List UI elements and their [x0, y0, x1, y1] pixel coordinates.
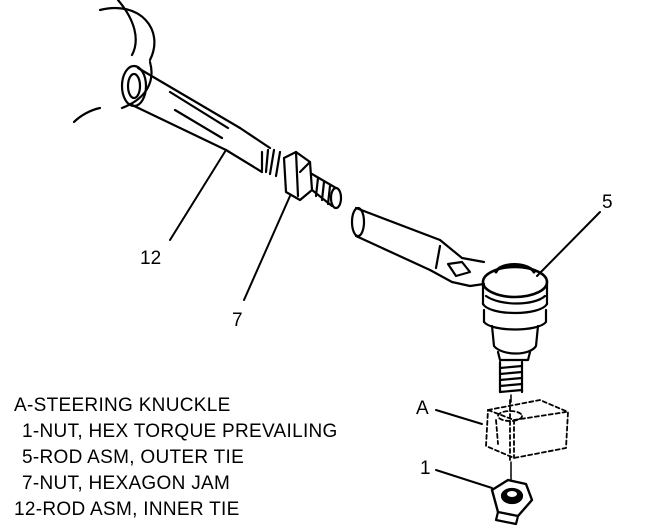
inner-tie-rod: [128, 66, 282, 178]
callout-12: 12: [140, 248, 161, 269]
legend-item-a: A-STEERING KNUCKLE: [14, 395, 231, 416]
ball-stud-threads: [498, 360, 524, 394]
ball-joint-housing: [481, 263, 549, 362]
hex-torque-nut: [490, 461, 534, 526]
callout-1: 1: [420, 458, 431, 479]
callout-A: A: [416, 398, 429, 419]
threaded-stud: [310, 172, 343, 210]
legend-item-5: 5-ROD ASM, OUTER TIE: [22, 447, 245, 468]
steering-gear-housing: [72, 0, 156, 124]
legend-item-1: 1-NUT, HEX TORQUE PREVAILING: [22, 421, 338, 442]
legend-item-7: 7-NUT, HEXAGON JAM: [22, 473, 231, 494]
outer-tie-rod-arm: [350, 206, 486, 288]
legend-item-12: 12-ROD ASM, INNER TIE: [14, 499, 240, 520]
callout-7: 7: [232, 310, 243, 331]
hexagon-jam-nut: [282, 150, 314, 202]
leader-lines: [169, 149, 601, 489]
steering-knuckle: [485, 399, 569, 461]
parts-legend: A-STEERING KNUCKLE 1-NUT, HEX TORQUE PRE…: [14, 393, 338, 523]
callout-5: 5: [602, 192, 613, 213]
